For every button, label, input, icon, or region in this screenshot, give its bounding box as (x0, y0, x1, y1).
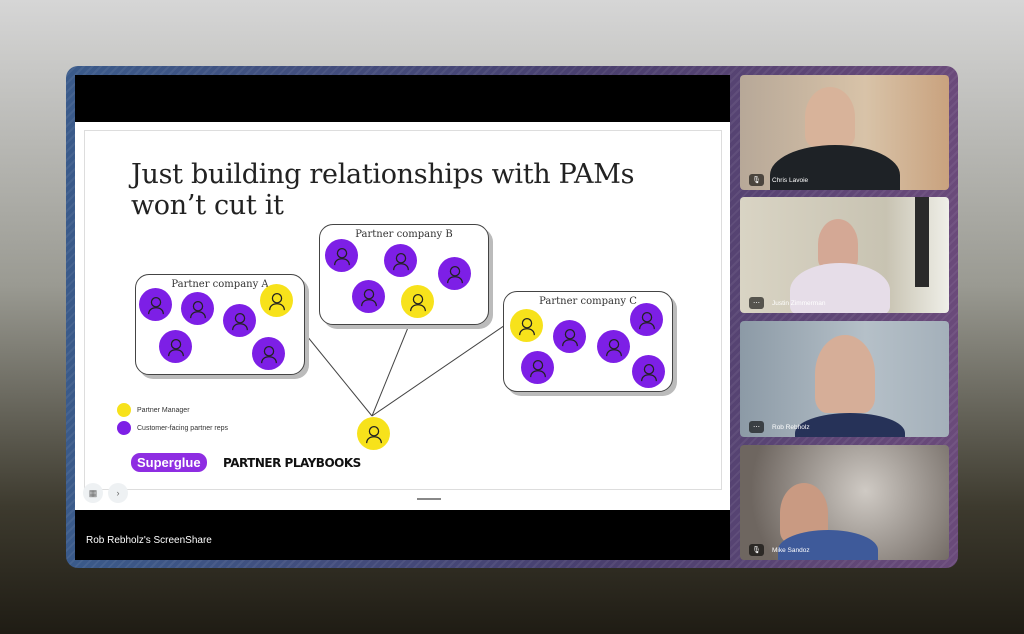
slide-handle[interactable] (417, 498, 441, 500)
participant-name: Mike Sandoz (772, 547, 810, 554)
participant-name: Chris Lavoie (772, 177, 809, 184)
participant-tile[interactable]: ⋯ Rob Rebholz (740, 321, 949, 437)
partner-rep-person-icon (632, 355, 665, 388)
screenshare-caption: Rob Rebholz's ScreenShare (86, 535, 212, 546)
partner-playbooks-logo: PARTNER PLAYBOOKS (223, 456, 361, 470)
legend-partner-manager: Partner Manager (117, 403, 190, 417)
partner-rep-person-icon (352, 280, 385, 313)
group-label: Partner company A (171, 279, 269, 290)
muted-mic-icon: 🎙 (749, 544, 764, 556)
participant-video (770, 145, 900, 190)
grid-view-button[interactable]: ▦ (83, 483, 103, 503)
legend-dot (117, 421, 131, 435)
partner-rep-person-icon (252, 337, 285, 370)
participant-name: Justin Zimmerman (772, 300, 826, 307)
legend-partner-reps: Customer-facing partner reps (117, 421, 228, 435)
group-label: Partner company C (539, 296, 637, 307)
participant-tile[interactable]: 🎙 Mike Sandoz (740, 445, 949, 560)
partner-manager-person-icon (510, 309, 543, 342)
participant-name: Rob Rebholz (772, 424, 810, 431)
partner-rep-person-icon (438, 257, 471, 290)
partner-rep-person-icon (139, 288, 172, 321)
participant-tile[interactable]: ⋯ Justin Zimmerman (740, 197, 949, 313)
partner-manager-person-icon (260, 284, 293, 317)
partner-rep-person-icon (521, 351, 554, 384)
legend-label: Partner Manager (137, 406, 190, 414)
partner-manager-person-icon (357, 417, 390, 450)
partner-manager-person-icon (401, 285, 434, 318)
partner-rep-person-icon (384, 244, 417, 277)
partner-rep-person-icon (181, 292, 214, 325)
next-slide-button[interactable]: › (108, 483, 128, 503)
more-options-icon[interactable]: ⋯ (749, 297, 764, 309)
title-line-2: won’t cut it (131, 190, 284, 221)
participant-video (818, 219, 858, 269)
title-line-1: Just building relationships with PAMs (131, 159, 635, 190)
partner-rep-person-icon (553, 320, 586, 353)
partner-rep-person-icon (159, 330, 192, 363)
participant-video (790, 263, 890, 313)
participant-video (805, 87, 855, 147)
partner-rep-person-icon (223, 304, 256, 337)
more-options-icon[interactable]: ⋯ (749, 421, 764, 433)
participant-video (795, 413, 905, 437)
legend-label: Customer-facing partner reps (137, 424, 229, 432)
legend-dot (117, 403, 131, 417)
muted-mic-icon: 🎙 (749, 174, 764, 186)
partner-rep-person-icon (597, 330, 630, 363)
participant-video (778, 530, 878, 560)
partner-rep-person-icon (630, 303, 663, 336)
group-label: Partner company B (355, 229, 453, 240)
superglue-logo: Superglue (131, 453, 207, 472)
partner-rep-person-icon (325, 239, 358, 272)
participant-tile[interactable]: 🎙 Chris Lavoie (740, 75, 949, 190)
participant-video (815, 335, 875, 413)
microphone (915, 197, 929, 287)
